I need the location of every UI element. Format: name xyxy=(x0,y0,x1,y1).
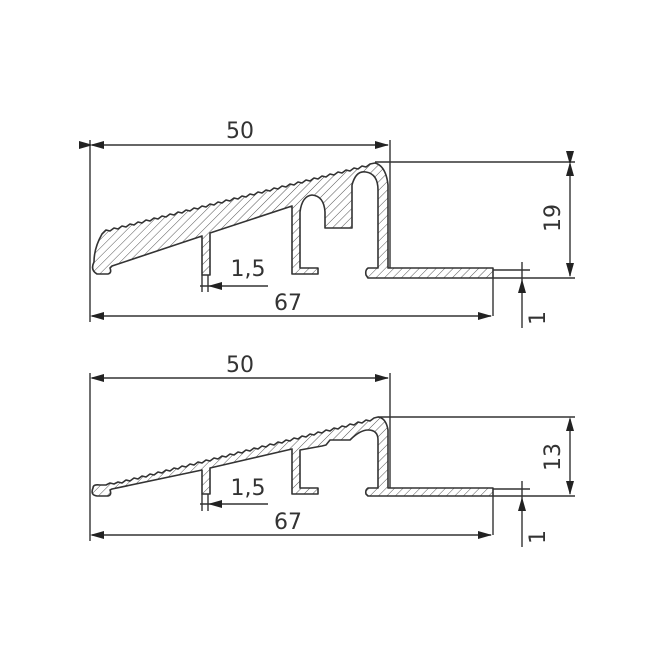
arrow-left xyxy=(90,374,104,382)
arrow-left xyxy=(208,500,222,508)
arrow-up xyxy=(518,497,526,511)
dimension-label-67: 67 xyxy=(274,510,302,535)
dimension-label-50: 50 xyxy=(226,353,254,378)
dimension-label-19: 19 xyxy=(541,204,566,232)
dimension-label-1: 1 xyxy=(526,311,551,325)
arrow-left xyxy=(208,282,222,290)
arrow-left xyxy=(90,531,104,539)
profile-section-19 xyxy=(91,162,494,279)
arrow-up xyxy=(518,279,526,293)
dimension-label-13: 13 xyxy=(541,443,566,471)
arrow-left xyxy=(90,141,104,149)
drawing-profile-19: 50 67 19 1 1,5 xyxy=(79,119,575,328)
arrow-up xyxy=(566,417,574,431)
arrow-up xyxy=(566,162,574,176)
dimension-label-1-5: 1,5 xyxy=(231,257,266,282)
dimension-label-67: 67 xyxy=(274,291,302,316)
arrow-left xyxy=(90,312,104,320)
dimension-label-50: 50 xyxy=(226,119,254,144)
dimension-label-1: 1 xyxy=(526,530,551,544)
profile-section-13 xyxy=(91,416,494,497)
drawing-profile-13: 50 67 13 1 1,5 xyxy=(89,353,575,547)
dimension-label-1-5: 1,5 xyxy=(231,476,266,501)
